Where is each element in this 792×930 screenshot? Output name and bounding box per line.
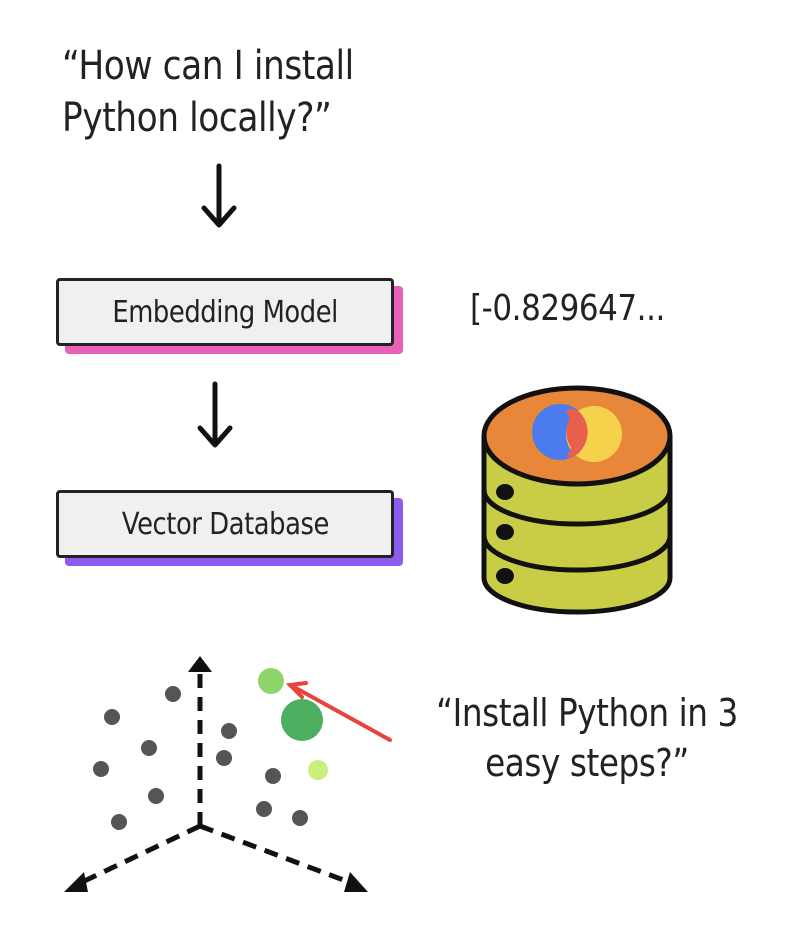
highlight-arrow	[285, 681, 392, 742]
data-point	[308, 760, 328, 780]
data-point	[93, 761, 109, 777]
scatter-points	[93, 668, 328, 830]
data-point	[221, 723, 237, 739]
embedding-model-label: Embedding Model	[112, 294, 338, 330]
arrow-down-icon	[197, 381, 233, 448]
data-point	[292, 810, 308, 826]
embedding-model-box: Embedding Model	[56, 278, 394, 346]
query-text: “How can I install Python locally?”	[62, 43, 354, 141]
result-text: “Install Python in 3 easy steps?”	[436, 691, 738, 785]
data-point	[104, 709, 120, 725]
data-point	[165, 686, 181, 702]
data-point	[141, 740, 157, 756]
vector-db-logo-icon	[532, 404, 622, 462]
match-point	[281, 699, 323, 741]
axes-icon	[76, 672, 355, 887]
data-point	[111, 814, 127, 830]
data-point	[148, 788, 164, 804]
data-point	[256, 801, 272, 817]
query-point	[258, 668, 284, 694]
arrow-down-icon	[201, 163, 237, 228]
vector-database-label: Vector Database	[121, 506, 329, 542]
vector-text: [-0.829647...	[470, 288, 665, 329]
axis-arrowheads	[64, 656, 368, 892]
data-point	[216, 750, 232, 766]
vector-database-box: Vector Database	[56, 490, 394, 558]
data-point	[265, 768, 281, 784]
